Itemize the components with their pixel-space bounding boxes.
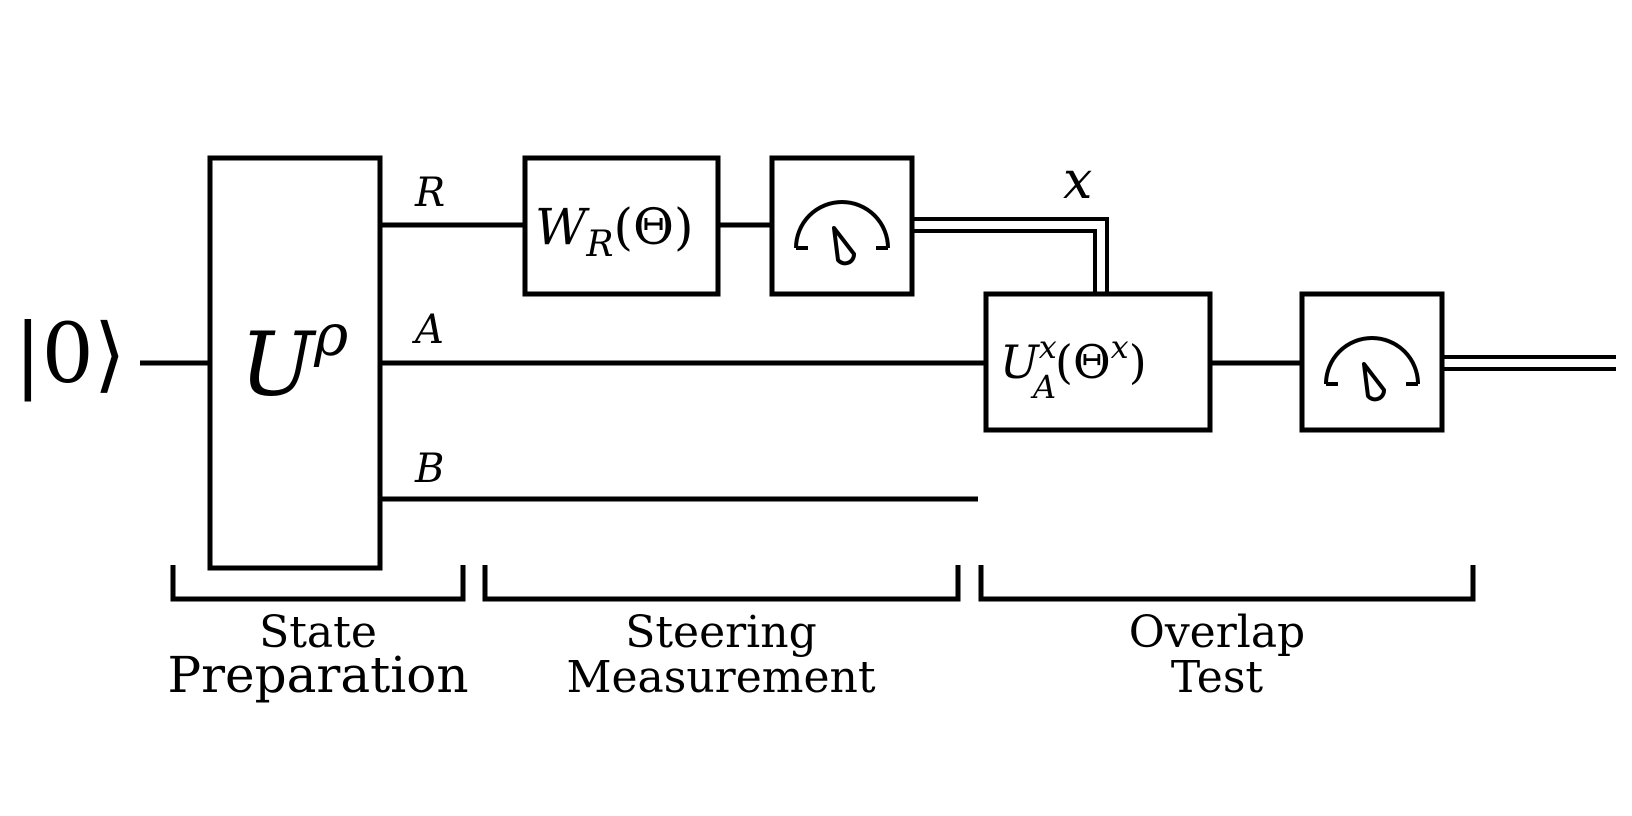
overlap-gate-sup: x [1039,328,1057,366]
measurement-meter-icon [794,200,890,266]
section-label-overlap-test-line2: Test [1171,652,1264,703]
steering-gate-sub: R [585,224,613,265]
steering-gate-base: W [535,198,590,256]
wire-label-a: A [411,307,444,353]
section-label-state-preparation-line2: Preparation [167,646,468,704]
section-bracket-state-preparation [170,565,466,602]
overlap-gate-sub: A [1030,368,1056,406]
steering-measurement-box [769,155,915,297]
section-label-state-preparation-line1: State [259,607,377,658]
input-state-label: |0⟩ [14,307,126,402]
classical-wire-outer [912,217,1109,294]
steering-gate [522,155,721,297]
overlap-gate-base: U [1000,335,1041,389]
overlap-gate-arg-open: (Θ [1055,335,1111,389]
measurement-meter-icon [1324,336,1420,402]
overlap-gate-arg-close: ) [1129,335,1147,389]
steering-gate-label: WR(Θ) [535,198,694,265]
section-bracket-overlap-test [978,565,1476,602]
classical-wire-label: x [1063,151,1092,211]
section-bracket-steering-measurement [482,565,961,602]
section-label-overlap-test-line1: Overlap [1129,607,1305,658]
overlap-gate [983,291,1213,433]
final-measurement-box [1299,291,1445,433]
state-unitary-sup: ρ [313,301,348,369]
steering-gate-arg: (Θ) [614,198,694,256]
section-label-steering-measurement-line1: Steering [625,607,817,658]
classical-wire-inner [912,229,1097,294]
state-unitary-base: U [240,313,317,416]
wire-label-b: B [414,446,444,492]
state-unitary-label: Uρ [240,301,348,416]
section-label-steering-measurement-line2: Measurement [566,652,875,703]
overlap-gate-arg-sup: x [1111,328,1129,366]
wire-label-r: R [414,170,445,216]
